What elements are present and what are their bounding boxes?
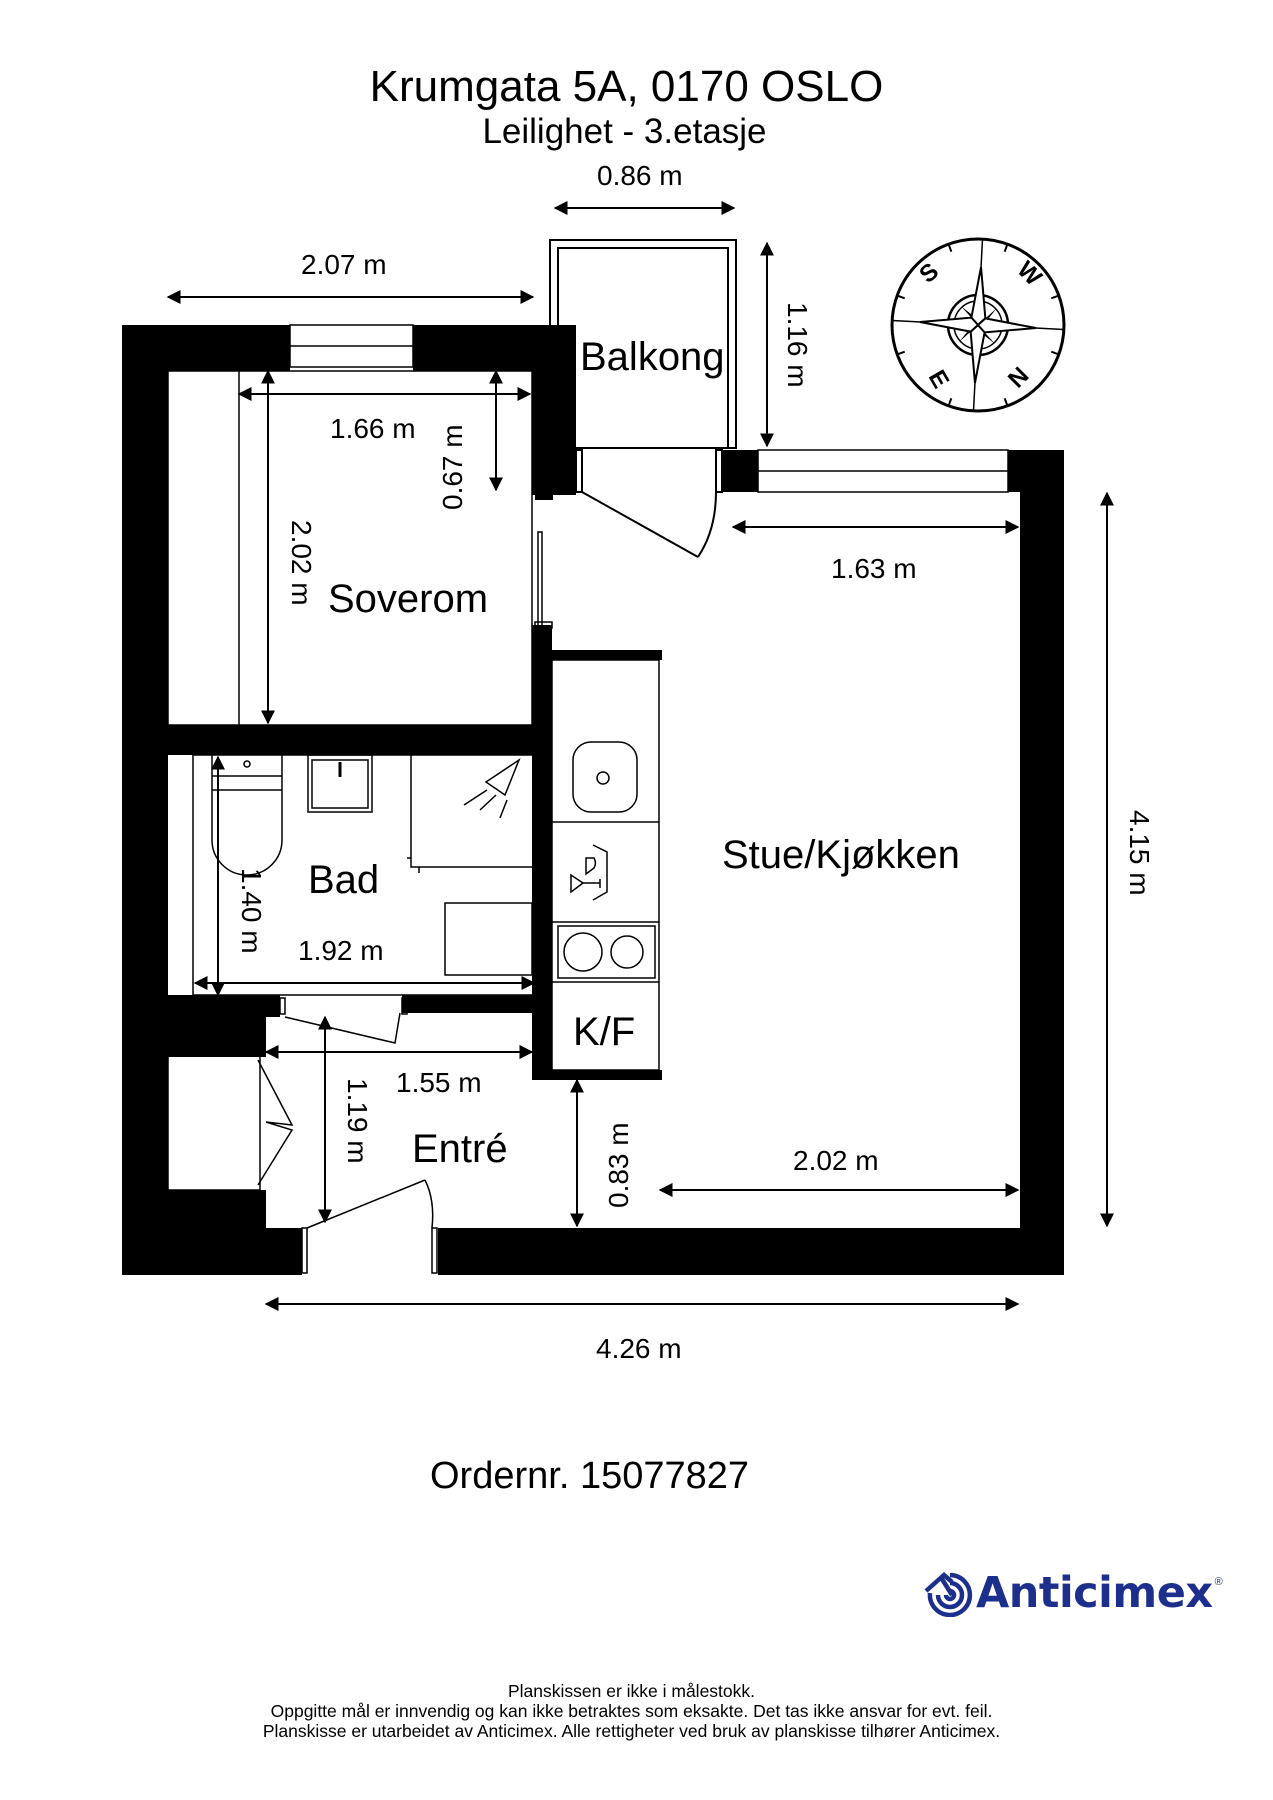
dim-soverom-width: 1.66 m xyxy=(330,413,416,444)
dim-bad-width: 1.92 m xyxy=(298,935,384,966)
compass-label-e: E xyxy=(923,366,954,393)
dim-balkong-width: 0.86 m xyxy=(597,160,683,191)
compass-label-w: W xyxy=(1012,256,1047,291)
compass-label-n: N xyxy=(1003,362,1034,393)
room-label-stue-kjokken: Stue/Kjøkken xyxy=(722,833,960,877)
dim-entre-width: 1.55 m xyxy=(396,1067,482,1098)
window-stue xyxy=(757,449,1009,493)
dim-stue-top-width: 1.63 m xyxy=(831,553,917,584)
property-address: Krumgata 5A, 0170 OSLO xyxy=(369,62,884,111)
order-number: Ordernr. 15077827 xyxy=(430,1455,750,1497)
room-label-soverom: Soverom xyxy=(328,577,488,621)
room-label-kf: K/F xyxy=(573,1010,635,1054)
anticimex-logo-icon xyxy=(924,1572,973,1617)
disclaimer-line-2: Oppgitte mål er innvendig og kan ikke be… xyxy=(270,1701,993,1721)
brand-name: Anticimex xyxy=(976,1568,1213,1618)
brand-logo: Anticimex ® xyxy=(920,1568,1223,1618)
balcony-outline xyxy=(549,239,737,449)
registered-mark: ® xyxy=(1214,1576,1223,1588)
window-soverom xyxy=(289,324,414,368)
dim-stue-height: 4.15 m xyxy=(1124,810,1155,896)
dim-bad-height: 1.40 m xyxy=(236,868,267,954)
room-label-bad: Bad xyxy=(308,858,379,902)
dim-total-width: 4.26 m xyxy=(596,1333,682,1364)
dim-balkong-depth: 1.16 m xyxy=(782,302,813,388)
walls xyxy=(122,325,1064,1275)
dim-soverom-length: 2.02 m xyxy=(286,520,317,606)
room-label-entre: Entré xyxy=(412,1127,508,1171)
room-label-balkong: Balkong xyxy=(580,335,725,379)
dim-soverom-closet: 0.67 m xyxy=(437,424,468,510)
dim-top-left-width: 2.07 m xyxy=(301,249,387,280)
dim-stue-bottom-width: 2.02 m xyxy=(793,1145,879,1176)
dim-entre-height: 1.19 m xyxy=(342,1078,373,1164)
disclaimer-line-3: Planskisse er utarbeidet av Anticimex. A… xyxy=(262,1721,1001,1741)
disclaimer: Planskissen er ikke i målestokk. Oppgitt… xyxy=(0,1681,1268,1741)
bathroom-fixtures xyxy=(192,754,536,996)
unit-floor-label: Leilighet - 3.etasje xyxy=(482,112,767,151)
compass-rose-icon: S W N E xyxy=(890,237,1066,413)
disclaimer-line-1: Planskissen er ikke i målestokk. xyxy=(507,1681,756,1701)
dim-kitchen-gap: 0.83 m xyxy=(603,1122,634,1208)
kitchen-counter xyxy=(551,659,660,1071)
